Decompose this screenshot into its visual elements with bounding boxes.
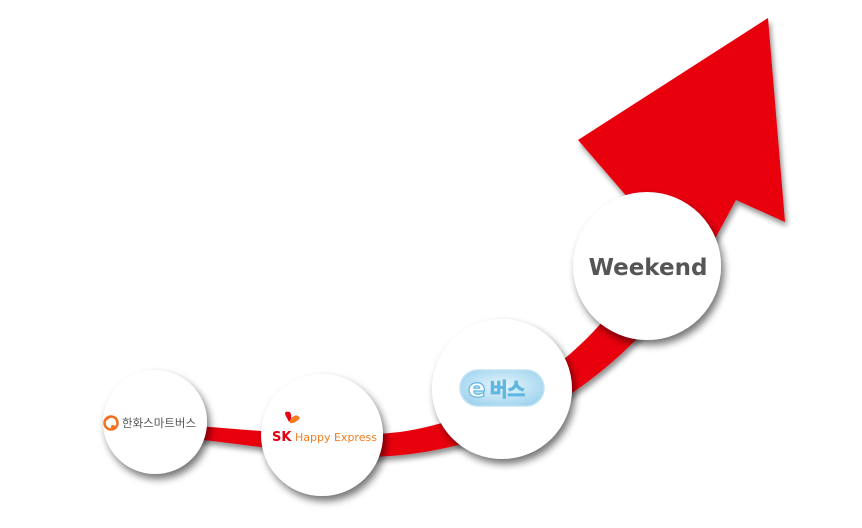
ebus-prefix: e xyxy=(468,374,486,404)
ebus-cloud-icon xyxy=(459,369,545,407)
sk-brand: SK xyxy=(272,430,292,445)
stage-circle-ebus: e 버스 xyxy=(432,319,572,459)
arrow-body xyxy=(182,18,785,458)
sk-butterfly-icon xyxy=(285,411,300,424)
hanwha-label: 한화스마트버스 xyxy=(122,416,196,430)
ebus-label: 버스 xyxy=(490,379,525,401)
red-growth-arrow xyxy=(182,18,785,458)
weekend-label: Weekend xyxy=(589,255,708,281)
stage-circle-hanwha: 한화스마트버스 xyxy=(103,370,207,474)
stage-circle-weekend: Weekend xyxy=(573,192,721,340)
stage-circle-sk: SK Happy Express xyxy=(261,374,383,496)
sk-label: Happy Express xyxy=(295,431,377,444)
hanwha-flame-icon xyxy=(103,415,119,431)
